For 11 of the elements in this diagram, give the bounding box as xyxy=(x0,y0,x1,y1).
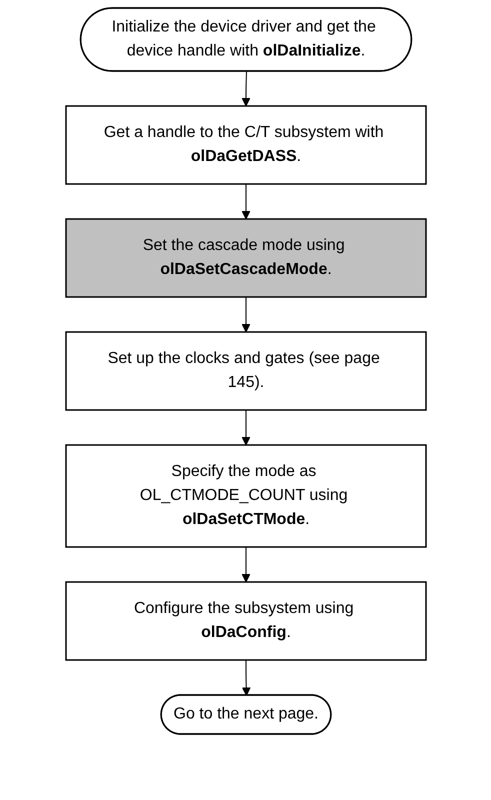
node-box: Configure the subsystem using olDaConfig. xyxy=(64,581,426,661)
node-box: Get a handle to the C/T subsystem with olDaGetDASS. xyxy=(64,105,426,185)
arrow xyxy=(241,546,250,582)
arrow xyxy=(241,660,250,696)
arrow xyxy=(241,71,250,106)
node-box: Set the cascade mode using olDaSetCascadeMode. xyxy=(64,218,426,298)
node-box: Specify the mode as OL_CTMODE_COUNT using olDaSetCTMode. xyxy=(64,444,426,548)
arrow xyxy=(241,184,250,220)
arrow xyxy=(241,296,250,332)
arrow xyxy=(241,410,250,446)
node-box: Set up the clocks and gates (see page 145). xyxy=(64,331,426,411)
